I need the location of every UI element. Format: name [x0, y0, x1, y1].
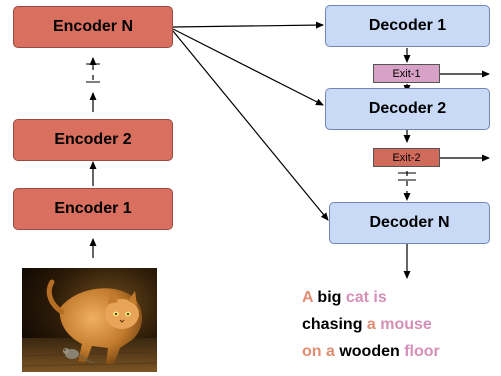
caption-word-floor: floor	[404, 343, 440, 360]
exit-2-box: Exit-2	[373, 148, 440, 167]
arrow-encoder-n-to-decoder-1	[172, 21, 324, 29]
output-caption: A big cat is chasing a mouse on a wooden…	[302, 284, 501, 365]
caption-word-a-2: a	[366, 316, 376, 333]
caption-line-1: A big cat is	[302, 284, 501, 311]
decoder-n-box: Decoder N	[329, 202, 490, 244]
exit-1-box: Exit-1	[373, 64, 440, 83]
input-image	[22, 268, 157, 372]
caption-line-3: on a wooden floor	[302, 338, 501, 365]
encoder-n-box: Encoder N	[13, 6, 173, 48]
caption-word-on-a: on a	[302, 343, 335, 360]
exit-1-label: Exit-1	[392, 67, 421, 80]
caption-line-2: chasing a mouse	[302, 311, 501, 338]
decoder-2-box: Decoder 2	[325, 88, 490, 130]
arrow-encoder-n-to-decoder-2	[172, 28, 324, 106]
decoder-n-label: Decoder N	[369, 214, 450, 231]
caption-word-big: big	[312, 289, 346, 306]
caption-word-a: A	[302, 289, 313, 306]
exit-2-label: Exit-2	[392, 151, 421, 164]
encoder-2-box: Encoder 2	[13, 119, 173, 161]
encoder-1-label: Encoder 1	[54, 200, 132, 217]
arrow-encoder-n-to-decoder-n	[172, 30, 329, 221]
decoder-1-label: Decoder 1	[368, 17, 447, 34]
cat-chasing-mouse-photo	[22, 268, 157, 372]
decoder-2-label: Decoder 2	[368, 100, 447, 117]
encoder-2-label: Encoder 2	[54, 131, 132, 148]
caption-word-cat-is: cat is	[345, 289, 387, 306]
caption-word-wooden: wooden	[334, 343, 405, 360]
caption-word-mouse: mouse	[375, 316, 432, 333]
decoder-1-box: Decoder 1	[325, 5, 490, 47]
encoder-1-box: Encoder 1	[13, 188, 173, 230]
caption-word-chasing: chasing	[302, 316, 367, 333]
encoder-n-label: Encoder N	[52, 18, 133, 35]
